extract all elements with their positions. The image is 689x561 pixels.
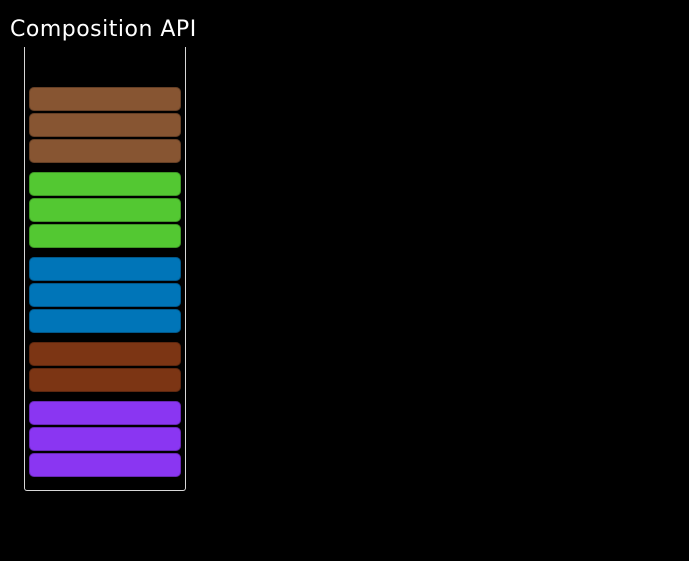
stack-bar-purple-2 <box>29 427 181 451</box>
stack-bar-green-1 <box>29 172 181 196</box>
stack-bar-green-2 <box>29 198 181 222</box>
stack-bar-brown-3 <box>29 139 181 163</box>
stack-bar-purple-1 <box>29 401 181 425</box>
stack-bar-blue-3 <box>29 309 181 333</box>
bar-group-dark-red <box>25 342 185 392</box>
diagram-title: Composition API <box>10 17 197 42</box>
stack-bar-dark-red-2 <box>29 368 181 392</box>
composition-stack-container <box>24 47 186 491</box>
stack-bar-dark-red-1 <box>29 342 181 366</box>
stack-bar-blue-1 <box>29 257 181 281</box>
bar-group-green <box>25 172 185 248</box>
stack-bar-blue-2 <box>29 283 181 307</box>
stack-bar-brown-2 <box>29 113 181 137</box>
stack-bar-purple-3 <box>29 453 181 477</box>
stack-bar-green-3 <box>29 224 181 248</box>
bar-group-brown <box>25 87 185 163</box>
bar-group-purple <box>25 401 185 477</box>
stack-bar-brown-1 <box>29 87 181 111</box>
bar-group-blue <box>25 257 185 333</box>
